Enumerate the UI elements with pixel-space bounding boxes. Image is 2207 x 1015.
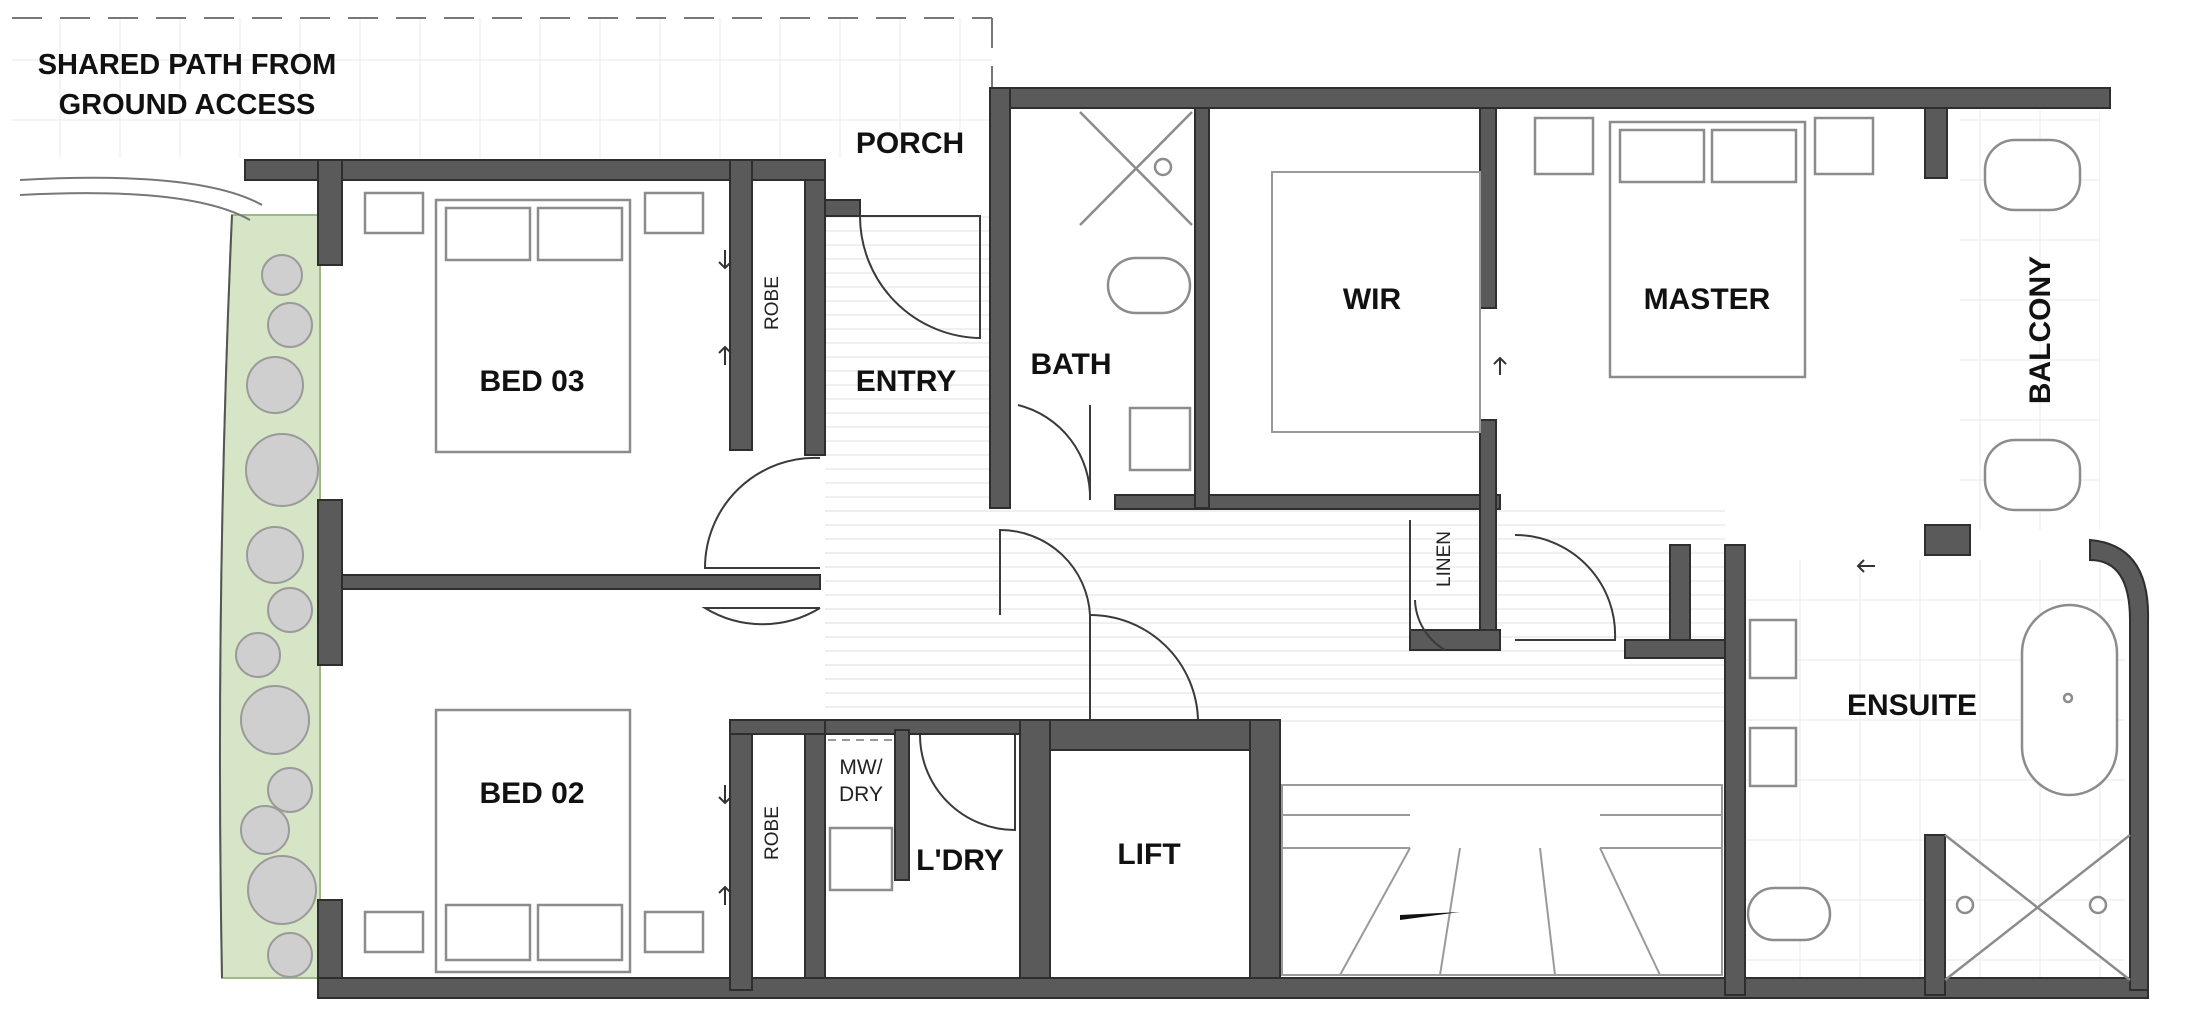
plant-icon	[267, 302, 313, 348]
walls	[244, 87, 2150, 999]
plant-icon	[235, 632, 281, 678]
label-bath: BATH	[1030, 348, 1111, 381]
master-bed-furniture	[1533, 116, 1875, 379]
label-bed-03: BED 03	[479, 365, 584, 398]
label-shared-path-line2: GROUND ACCESS	[59, 89, 316, 121]
plant-icon	[267, 932, 313, 978]
bed-03-furniture	[363, 191, 705, 454]
label-robe-bottom: ROBE	[762, 806, 783, 860]
bed-02-furniture	[363, 708, 705, 974]
plant-icon	[267, 587, 313, 633]
plant-icon	[261, 254, 303, 296]
door-swings	[701, 215, 1617, 832]
label-entry: ENTRY	[856, 365, 957, 398]
arrows	[718, 250, 1875, 905]
floorboards	[825, 210, 1725, 725]
bath-fixtures	[1079, 111, 1193, 472]
ensuite-fixtures	[1746, 603, 2131, 981]
label-balcony: BALCONY	[2024, 256, 2057, 404]
label-master: MASTER	[1644, 283, 1771, 316]
label-shared-path-line1: SHARED PATH FROM	[38, 49, 337, 81]
laundry-fixtures	[828, 739, 895, 892]
label-wir: WIR	[1343, 283, 1402, 316]
plants	[235, 254, 319, 978]
label-robe-top: ROBE	[762, 276, 783, 330]
label-lift: LIFT	[1117, 838, 1180, 871]
plant-icon	[267, 767, 313, 813]
wir-outline	[1271, 171, 1481, 433]
plant-icon	[240, 805, 290, 855]
label-ensuite: ENSUITE	[1847, 689, 1977, 722]
label-porch: PORCH	[856, 127, 964, 160]
plant-icon	[245, 433, 319, 507]
balcony-chairs	[1983, 138, 2082, 512]
plant-icon	[240, 685, 310, 755]
plant-icon	[247, 855, 317, 925]
label-mw-dry-line1: MW/	[839, 756, 882, 779]
shared-path-area	[12, 17, 993, 158]
room-labels: SHARED PATH FROM GROUND ACCESS PORCH ENT…	[38, 49, 2057, 877]
label-bed-02: BED 02	[479, 777, 584, 810]
plant-icon	[246, 526, 304, 584]
label-linen: LINEN	[1434, 531, 1455, 587]
stairs	[1281, 784, 1723, 976]
label-mw-dry-line2: DRY	[839, 783, 883, 806]
label-laundry: L'DRY	[916, 844, 1004, 877]
plant-icon	[246, 356, 304, 414]
